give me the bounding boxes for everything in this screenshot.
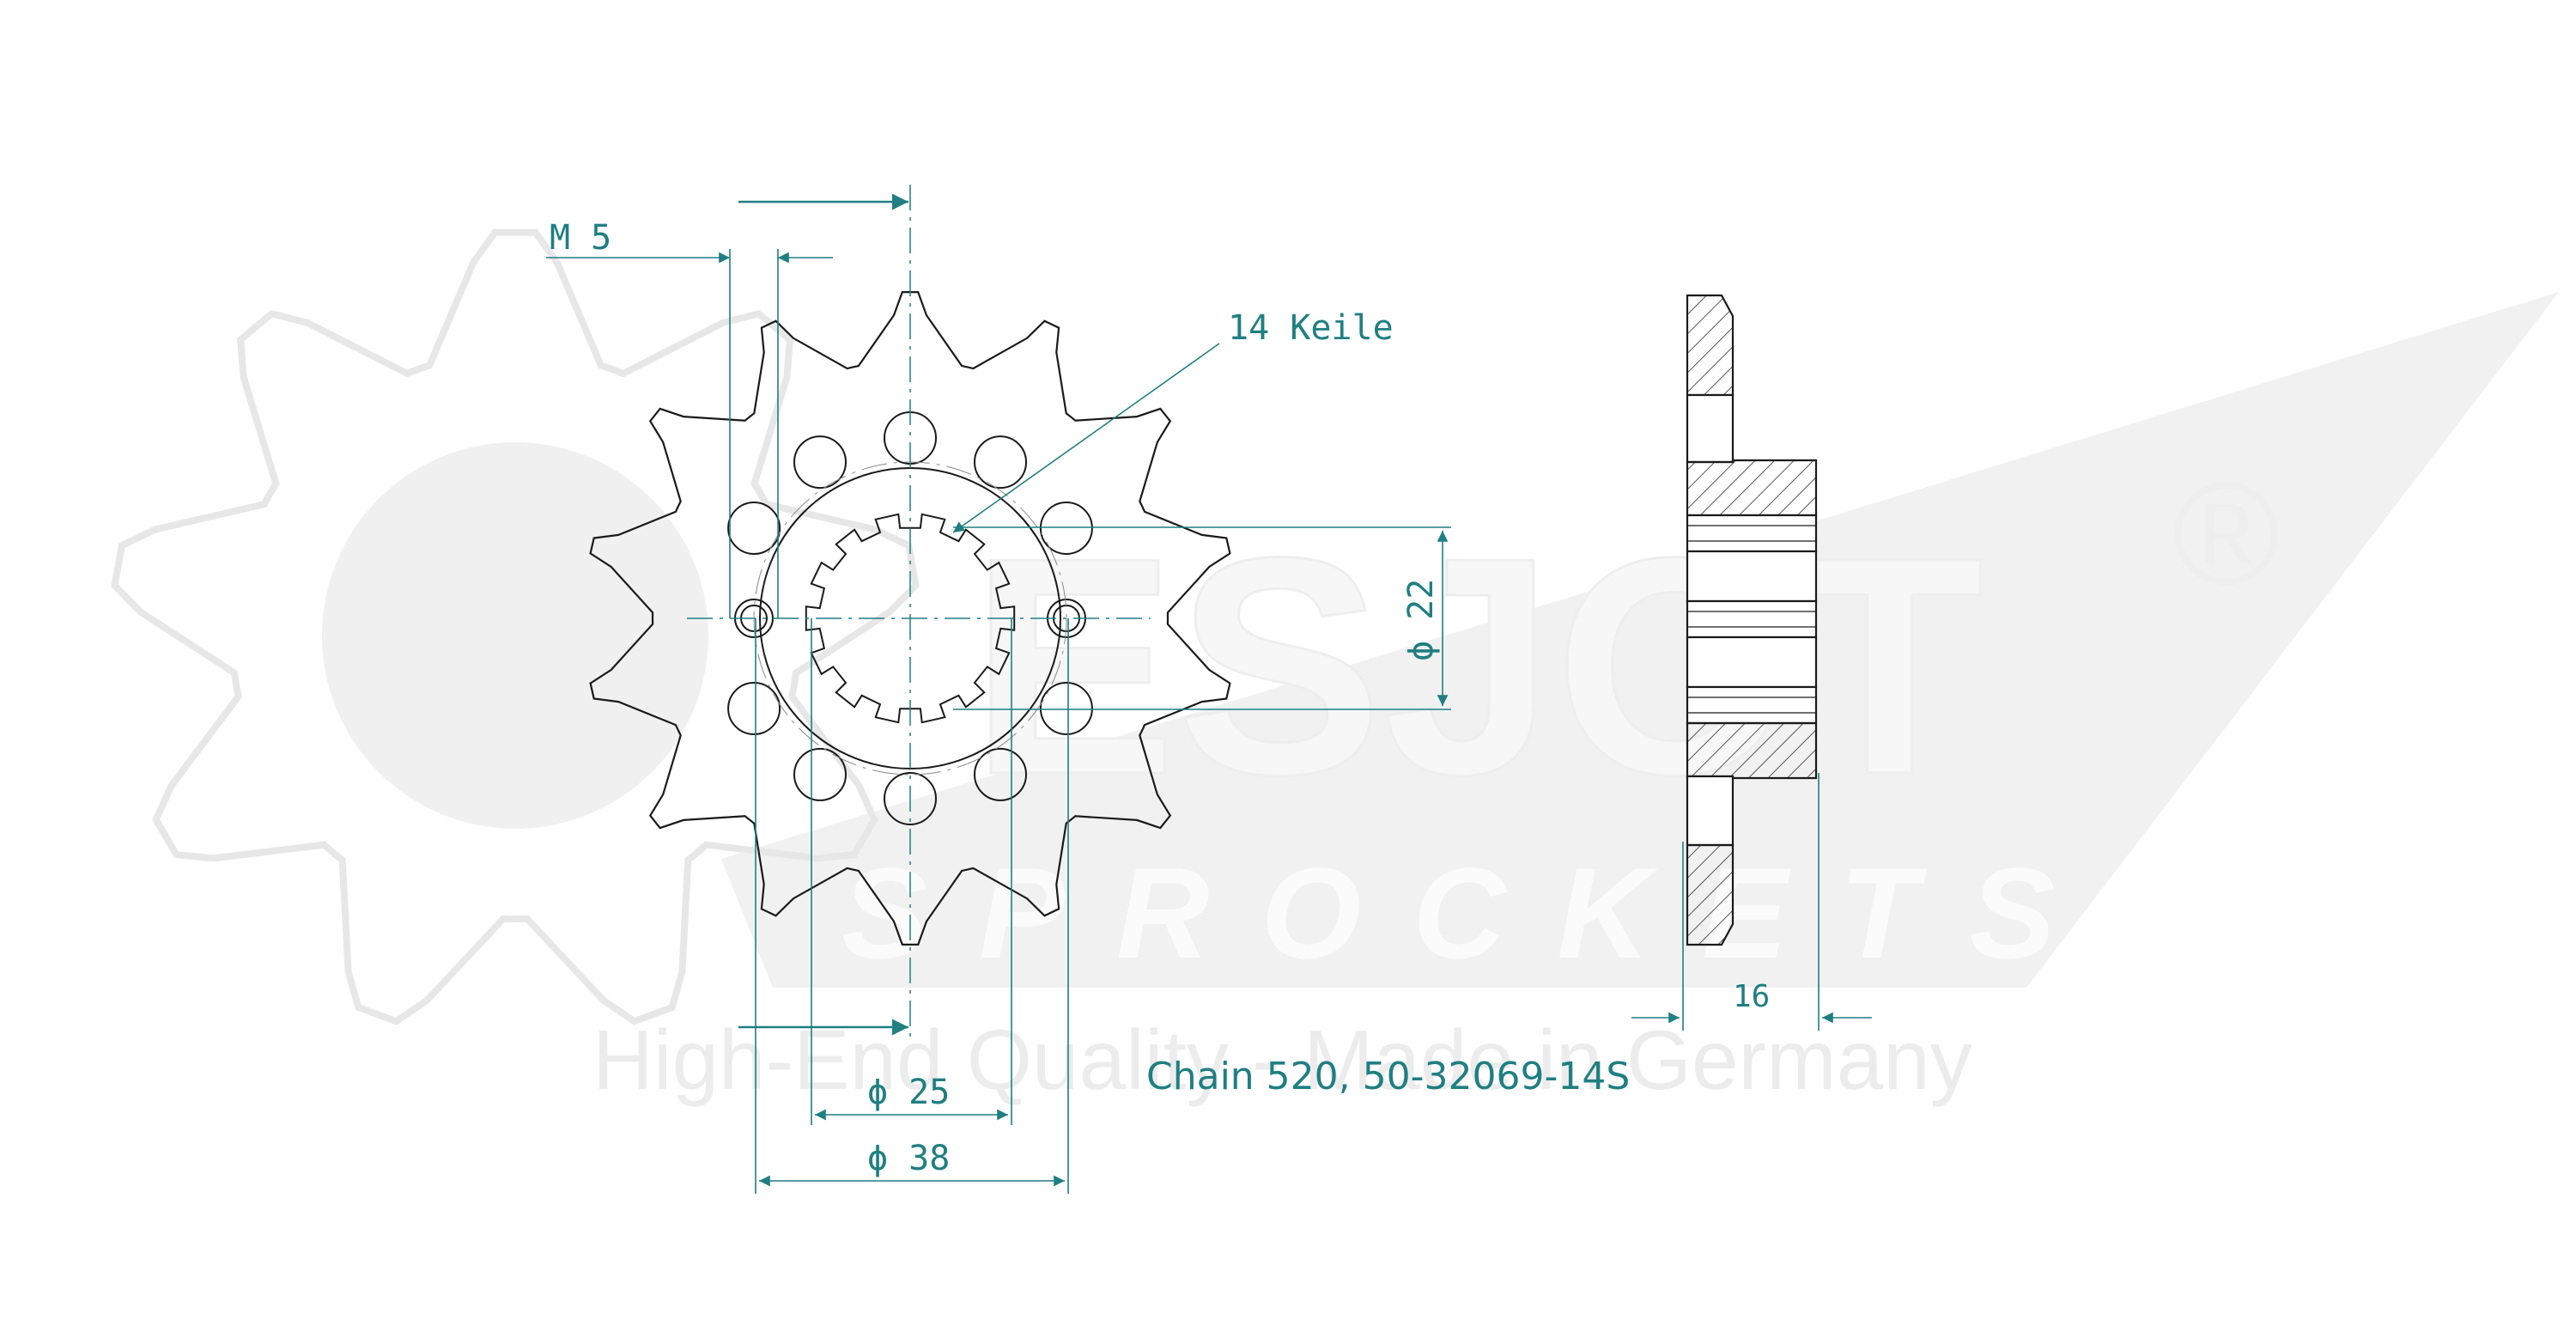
lightening-hole	[1039, 502, 1093, 555]
watermark-brand: ESJOT	[970, 494, 1984, 839]
watermark-sub: SPROCKETS	[841, 841, 2106, 985]
watermark-gear-outline	[111, 228, 920, 1025]
lightening-hole	[727, 502, 781, 555]
side-lower-web	[1686, 775, 1735, 847]
inner-diameter-label: ϕ 22	[1401, 579, 1441, 661]
bolt-circle-label: ϕ 38	[867, 1139, 950, 1178]
watermark-tagline: High-End Quality - Made in Germany	[592, 1013, 1972, 1107]
lightening-holes	[727, 411, 1093, 825]
side-upper-web	[1686, 393, 1735, 464]
spline-bore	[805, 513, 1016, 724]
watermark-swoosh	[721, 292, 2559, 988]
sprocket-side-section	[1686, 294, 1818, 946]
lightening-hole	[793, 747, 847, 801]
watermark-registered: ®	[2172, 453, 2280, 616]
splines-label: 14 Keile	[1228, 308, 1394, 348]
thread-label: M 5	[550, 218, 611, 258]
side-dimension	[1631, 773, 1872, 1031]
chain-label: Chain 520, 50-32069-14S	[1146, 1055, 1630, 1098]
width-label: 16	[1733, 979, 1770, 1014]
esjot-watermark: ESJOT ® SPROCKETS High-End Quality - Mad…	[111, 228, 2559, 1107]
side-lower-hub	[1686, 721, 1818, 780]
side-upper-hub	[1686, 459, 1818, 517]
lightening-hole	[974, 435, 1027, 490]
side-lower-tooth	[1686, 843, 1735, 946]
watermark-gear-hub	[322, 442, 708, 829]
lightening-hole	[1039, 682, 1093, 735]
spline-diameter-label: ϕ 25	[867, 1073, 950, 1112]
side-splines	[1686, 514, 1818, 725]
sprocket-front-view	[589, 185, 1231, 1039]
sprocket-tooth-profile	[589, 291, 1231, 946]
dimension-lines	[546, 193, 1451, 1194]
lightening-hole	[974, 747, 1027, 801]
center-lines	[687, 185, 1151, 1039]
lightening-hole	[884, 772, 937, 825]
side-upper-tooth	[1686, 294, 1735, 397]
lightening-hole	[793, 435, 847, 490]
lightening-hole	[727, 682, 781, 735]
